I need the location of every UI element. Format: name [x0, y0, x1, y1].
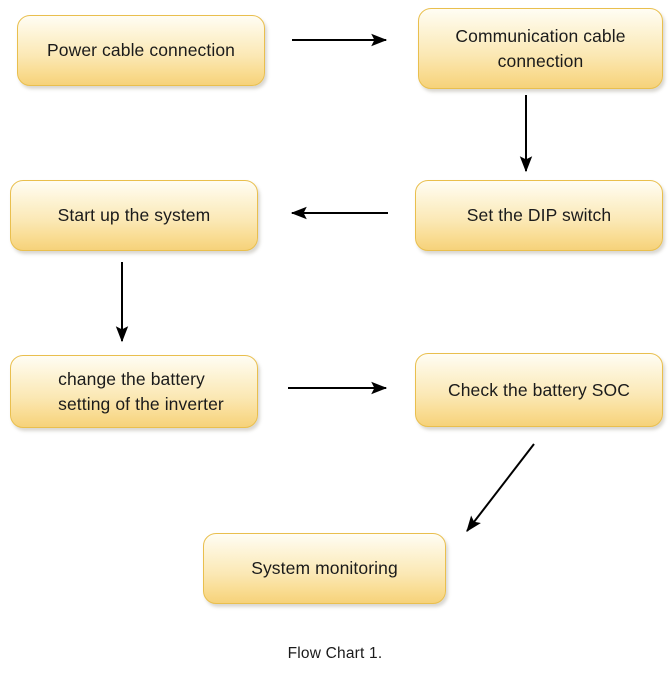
flow-node-label: System monitoring — [251, 558, 398, 579]
flow-node-power-cable-connection[interactable]: Power cable connection — [17, 15, 265, 86]
flow-node-label: Power cable connection — [46, 40, 235, 61]
flow-node-communication-cable-connection[interactable]: Communication cable connection — [418, 8, 663, 89]
flow-node-set-the-dip-switch[interactable]: Set the DIP switch — [415, 180, 663, 251]
figure-caption: Flow Chart 1. — [287, 645, 383, 662]
flow-node-label: change the battery setting of the invert… — [58, 369, 224, 414]
flow-node-system-monitoring[interactable]: System monitoring — [203, 533, 446, 604]
flow-node-check-the-battery-soc[interactable]: Check the battery SOC — [415, 353, 663, 427]
flow-node-change-the-battery-setting-of-the-inverter[interactable]: change the battery setting of the invert… — [10, 355, 258, 428]
flow-arrow-check-to-monitoring — [466, 443, 535, 532]
flow-node-start-up-the-system[interactable]: Start up the system — [10, 180, 258, 251]
flow-node-label: Check the battery SOC — [447, 379, 631, 400]
flow-node-label: Set the DIP switch — [466, 205, 612, 226]
flow-node-label: Communication cable connection — [455, 26, 626, 71]
flow-node-label: Start up the system — [57, 205, 211, 226]
